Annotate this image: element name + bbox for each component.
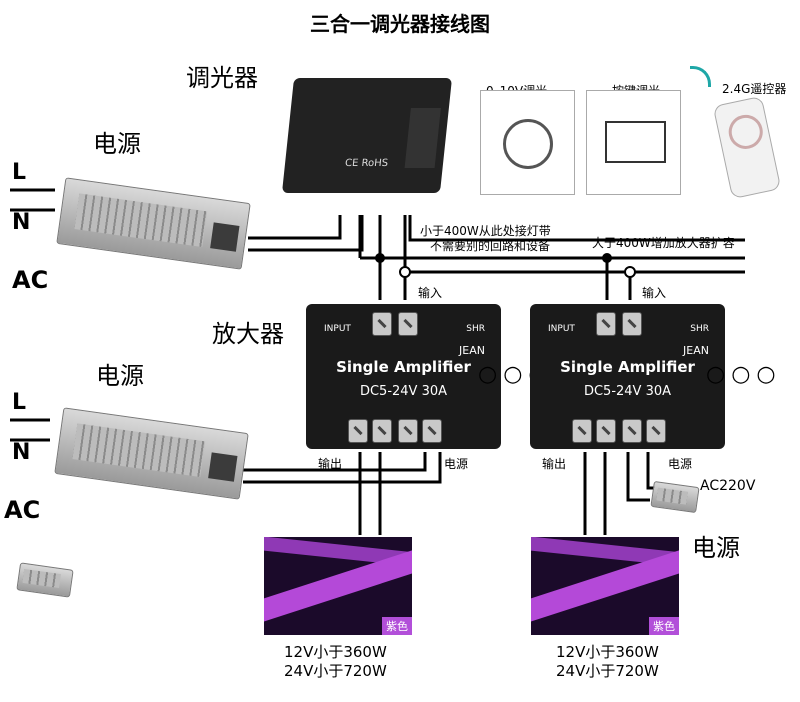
psu1-terminal [209,222,240,252]
amp2-in-screw-2 [622,312,642,336]
psu2-grille [72,423,206,477]
small-psu-grille [22,569,61,589]
amplifier-label: 放大器 [212,320,284,348]
psu2-ac: AC [4,496,41,524]
led-strip-2: 紫色 [531,537,679,635]
psu3-grille [655,487,689,505]
led-strip-1-tag: 紫色 [382,617,412,635]
amp2-out-screw-2 [596,419,616,443]
continuation-dots-2: ○○○ [706,362,782,387]
led-strip-2-tag: 紫色 [649,617,679,635]
psu1-ac: AC [12,266,49,294]
remote-wheel-icon [725,111,766,153]
bus-line-top [408,215,745,242]
psu3-wire-a [626,452,650,502]
junction-2 [602,253,612,263]
amp1-power-label: 电源 [444,457,469,471]
amp1-input-label: 输入 [418,286,443,300]
amp1-out-screw-4 [422,419,442,443]
amp2-power-label: 电源 [668,457,693,471]
diagram-title: 三合一调光器接线图 [310,12,490,36]
note-under-400-line1: 小于400W从此处接灯带 [420,224,551,238]
dimmer-device: CE RoHS [281,78,453,193]
amp2-brand: JEAN [683,344,709,357]
amp2-in-screw-1 [596,312,616,336]
junction-4 [624,266,636,278]
psu1-wire-a [248,215,342,240]
amp1-tag-shr: SHR [466,324,485,334]
amp1-out-screw-1 [348,419,368,443]
amp2-tag-in: INPUT [548,324,575,334]
psu2-terminal [207,452,238,482]
note-under-400-line2: 不需要别的回路和设备 [430,239,551,253]
psu1-l: L [12,160,27,185]
knob-icon [503,119,553,169]
amp1-spec: DC5-24V 30A [359,384,448,399]
amp1-brand: JEAN [459,344,485,357]
amp1-device: INPUT SHR JEAN Single Amplifier DC5-24V … [306,304,501,449]
amp2-tag-shr: SHR [690,324,709,334]
psu1-n: N [12,210,31,235]
amp1-in-screw-2 [398,312,418,336]
psu2-wire-a [243,452,427,472]
ac220-label: AC220V [700,478,756,494]
amp2-out-screw-1 [572,419,592,443]
amp1-name: Single Amplifier [336,358,471,376]
dimmer-label: 调光器 [186,64,258,92]
key-icon [605,121,666,163]
dimmer-terminal [404,108,441,168]
psu1-label: 电源 [93,130,141,158]
psu2-l: L [12,390,27,415]
amp2-output-label: 输出 [542,457,567,471]
junction-3 [399,266,411,278]
amp1-tag-in: INPUT [324,324,351,334]
amp2-input-label: 输入 [642,286,667,300]
amp2-device: INPUT SHR JEAN Single Amplifier DC5-24V … [530,304,725,449]
panel-button [586,90,681,195]
amp1-in-screw-1 [372,312,392,336]
amp2-spec: DC5-24V 30A [583,384,672,399]
psu1-grille [74,193,208,247]
amp2-out-screw-3 [622,419,642,443]
strip2-line2: 24V小于720W [556,662,659,680]
psu2-wire-b [243,452,442,484]
amp2-name: Single Amplifier [560,358,695,376]
note-over-400: 大于400W增加放大器扩容 [592,236,735,250]
amp2-out-screw-4 [646,419,666,443]
strip2-line1: 12V小于360W [556,643,659,661]
amp1-out-screw-3 [398,419,418,443]
panel-analog [480,90,575,195]
psu2-n: N [12,440,31,465]
psu3-label: 电源 [692,534,740,562]
amp1-output-label: 输出 [318,457,343,471]
amp1-out-screw-2 [372,419,392,443]
psu2-label: 电源 [96,362,144,390]
dimmer-cert: CE RoHS [344,158,389,169]
panel-remote-label: 2.4G遥控器 [722,82,787,96]
junction-1 [375,253,385,263]
psu1-wire-b [248,215,364,252]
strip1-line2: 24V小于720W [284,662,387,680]
led-strip-1: 紫色 [264,537,412,635]
strip1-line1: 12V小于360W [284,643,387,661]
wifi-icon [690,66,711,87]
